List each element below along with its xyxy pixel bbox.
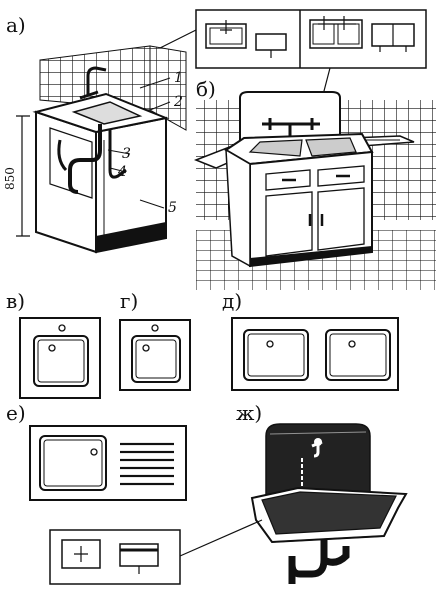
callout-4: 4 — [117, 164, 127, 180]
label-v: в) — [6, 289, 25, 313]
label-d: д) — [222, 289, 242, 313]
single-sink-elevation — [255, 33, 287, 51]
label-e: е) — [6, 401, 26, 425]
sink-bowl-a — [71, 101, 143, 125]
panel-b: б) — [193, 77, 436, 290]
drain-pipe-a — [68, 124, 102, 194]
plan-schematics-top — [159, 9, 427, 115]
callout-2: 2 — [173, 94, 183, 110]
callout-3: 3 — [122, 146, 131, 162]
panel-zh: ж) — [236, 401, 408, 584]
label-a: а) — [6, 13, 26, 37]
panel-a: а) 850 1 2 3 4 5 — [3, 13, 187, 254]
panel-g: г) — [119, 289, 191, 391]
drainboard-slots-e — [120, 440, 174, 488]
dimension-850: 850 — [3, 167, 17, 190]
callout-5: 5 — [168, 200, 177, 216]
callout-1: 1 — [174, 70, 183, 86]
plan-schematic-bottom — [49, 519, 263, 585]
bowl-b-right — [305, 137, 357, 157]
backsplash-zh — [265, 423, 371, 507]
panel-e: е) — [6, 401, 187, 501]
wall-sink-elevation — [119, 543, 159, 567]
label-g: г) — [120, 289, 138, 313]
bowl-b-left — [248, 139, 303, 157]
panel-v: в) — [6, 289, 101, 399]
faucet-b — [262, 118, 320, 138]
trap-pipe-zh — [288, 540, 350, 578]
label-b: б) — [196, 77, 216, 101]
backsplash-b — [239, 91, 341, 141]
label-zh: ж) — [236, 401, 262, 425]
dimension-line — [16, 115, 30, 237]
panel-d: д) — [222, 289, 399, 391]
cabinet-doors-b — [265, 187, 365, 257]
faucet-a — [86, 66, 107, 96]
